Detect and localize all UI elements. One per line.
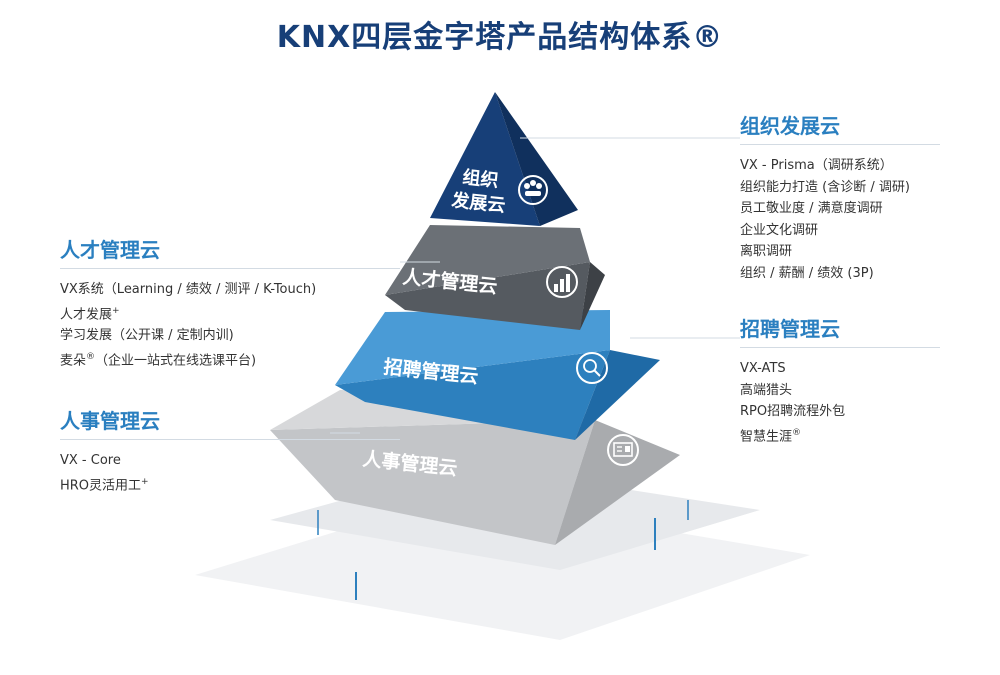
connector-lines <box>330 137 740 434</box>
tier-top-label-line1: 组织 <box>461 166 499 192</box>
item-superscript: + <box>141 476 149 487</box>
item-list: VX-ATS 高端猎头 RPO招聘流程外包 智慧生涯® <box>740 358 940 447</box>
list-item: 员工敬业度 / 满意度调研 <box>740 201 883 216</box>
section-hr-management: 人事管理云 VX - Core HRO灵活用工+ <box>60 405 400 496</box>
item-list: VX - Prisma（调研系统） 组织能力打造 (含诊断 / 调研) 员工敬业… <box>740 155 940 284</box>
list-item: RPO招聘流程外包 <box>740 401 940 423</box>
section-heading: 人事管理云 <box>60 409 160 433</box>
item-superscript: + <box>112 305 120 316</box>
tier-second: 人才管理云 <box>385 225 605 330</box>
section-heading: 招聘管理云 <box>740 317 840 341</box>
list-item: 智慧生涯® <box>740 423 940 448</box>
item-text: 高端猎头 <box>740 382 793 398</box>
tier-third: 招聘管理云 <box>335 310 660 440</box>
item-text: RPO招聘流程外包 <box>740 404 846 419</box>
list-item: VX - Prisma（调研系统） <box>740 158 893 173</box>
list-item: VX-ATS <box>740 358 940 380</box>
item-text: VX系统（Learning / 绩效 / 测评 / K-Touch) <box>60 282 317 297</box>
section-org-development: 组织发展云 VX - Prisma（调研系统） 组织能力打造 (含诊断 / 调研… <box>740 110 940 284</box>
item-text: HRO灵活用工 <box>60 477 142 493</box>
item-text: 人才发展 <box>60 306 113 322</box>
list-item: 麦朵®（企业一站式在线选课平台) <box>60 347 400 372</box>
section-talent-management: 人才管理云 VX系统（Learning / 绩效 / 测评 / K-Touch)… <box>60 234 400 372</box>
bar-chart-icon <box>546 266 578 298</box>
page-title: KNX四层金字塔产品结构体系® <box>276 20 724 55</box>
group-badge-icon <box>518 175 548 205</box>
magnifier-person-icon <box>576 352 608 384</box>
item-list: VX - Core HRO灵活用工+ <box>60 450 400 496</box>
item-text: 学习发展（公开课 / 定制内训) <box>60 328 234 344</box>
list-item: 学习发展（公开课 / 定制内训) <box>60 325 400 347</box>
list-item: VX - Core <box>60 450 400 472</box>
item-text-after: （企业一站式在线选课平台) <box>95 353 257 369</box>
divider <box>60 268 400 269</box>
list-item: VX系统（Learning / 绩效 / 测评 / K-Touch) <box>60 279 400 301</box>
list-item: 企业文化调研 <box>740 222 819 238</box>
list-item: 人才发展+ <box>60 301 400 326</box>
tier-top: 组织 发展云 <box>430 92 578 226</box>
list-item: HRO灵活用工+ <box>60 472 400 497</box>
item-text: 麦朵 <box>60 353 87 369</box>
item-text: VX-ATS <box>740 361 786 376</box>
divider <box>740 144 940 145</box>
section-heading: 组织发展云 <box>740 114 840 138</box>
item-superscript: ® <box>86 351 96 362</box>
list-item: 高端猎头 <box>740 380 940 402</box>
item-list: VX系统（Learning / 绩效 / 测评 / K-Touch) 人才发展+… <box>60 279 400 372</box>
list-item: 组织能力打造 (含诊断 / 调研) <box>740 179 910 195</box>
id-card-icon <box>607 434 639 466</box>
item-text: 智慧生涯 <box>740 428 793 444</box>
section-recruitment-management: 招聘管理云 VX-ATS 高端猎头 RPO招聘流程外包 智慧生涯® <box>740 313 940 447</box>
divider <box>740 347 940 348</box>
item-superscript: ® <box>792 427 802 438</box>
list-item: 组织 / 薪酬 / 绩效 (3P) <box>740 265 874 281</box>
item-text: VX - Core <box>60 453 121 468</box>
section-heading: 人才管理云 <box>60 238 160 262</box>
list-item: 离职调研 <box>740 244 793 259</box>
divider <box>60 439 400 440</box>
